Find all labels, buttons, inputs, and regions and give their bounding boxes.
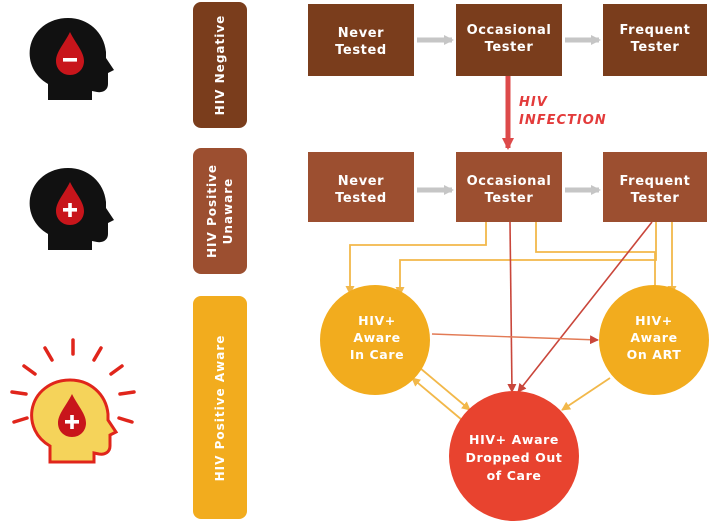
box-label-line2: Tester bbox=[631, 191, 680, 206]
node-label-line2: Aware bbox=[630, 330, 677, 345]
box-negative-occasional-tester: Occasional Tester bbox=[456, 4, 562, 76]
connectors bbox=[345, 35, 677, 421]
box-label-line2: Tester bbox=[631, 40, 680, 55]
node-aware-on-art: HIV+ Aware On ART bbox=[599, 285, 709, 395]
node-label-line2: Aware bbox=[353, 330, 400, 345]
band-hiv-negative bbox=[193, 2, 247, 128]
band-hiv-positive-aware-label: HIV Positive Aware bbox=[213, 335, 227, 482]
band-hiv-positive-aware bbox=[193, 296, 247, 519]
node-label-line1: HIV+ bbox=[358, 313, 396, 328]
box-label-line2: Tester bbox=[485, 40, 534, 55]
box-unaware-never-tested: Never Tested bbox=[308, 152, 414, 222]
node-aware-dropped-out-of-care: HIV+ Aware Dropped Out of Care bbox=[449, 391, 579, 521]
node-label-line3: In Care bbox=[350, 347, 404, 362]
radiating-lines-icon bbox=[10, 338, 136, 424]
node-label-line3: On ART bbox=[627, 347, 682, 362]
hiv-infection-label-line1: HIV bbox=[519, 95, 548, 110]
box-label-line2: Tested bbox=[335, 43, 387, 58]
box-label-line1: Frequent bbox=[620, 23, 691, 38]
node-label-line3: of Care bbox=[487, 468, 542, 483]
head-unaware bbox=[29, 168, 114, 250]
box-label-line1: Occasional bbox=[467, 23, 552, 38]
node-label-line1: HIV+ Aware bbox=[469, 432, 559, 447]
box-label-line1: Never bbox=[338, 26, 384, 41]
box-label-line2: Tested bbox=[335, 191, 387, 206]
node-aware-in-care: HIV+ Aware In Care bbox=[320, 285, 430, 395]
band-hiv-positive-unaware bbox=[193, 148, 247, 274]
head-negative bbox=[29, 18, 114, 100]
hiv-infection-label-line2: INFECTION bbox=[519, 113, 607, 128]
box-unaware-occasional-tester: Occasional Tester bbox=[456, 152, 562, 222]
blood-drop-icon bbox=[56, 32, 84, 75]
band-unaware-label-line2: Unaware bbox=[221, 178, 235, 245]
minus-icon bbox=[63, 58, 77, 62]
box-label-line2: Tester bbox=[485, 191, 534, 206]
node-label-line1: HIV+ bbox=[635, 313, 673, 328]
box-negative-frequent-tester: Frequent Tester bbox=[603, 4, 707, 76]
box-unaware-frequent-tester: Frequent Tester bbox=[603, 152, 707, 222]
band-unaware-label-line1: HIV Positive bbox=[205, 164, 219, 258]
box-label-line1: Frequent bbox=[620, 174, 691, 189]
box-negative-never-tested: Never Tested bbox=[308, 4, 414, 76]
box-label-line1: Never bbox=[338, 174, 384, 189]
box-label-line1: Occasional bbox=[467, 174, 552, 189]
node-label-line2: Dropped Out bbox=[466, 450, 563, 465]
band-hiv-negative-label: HIV Negative bbox=[213, 15, 227, 116]
head-aware bbox=[10, 338, 136, 464]
